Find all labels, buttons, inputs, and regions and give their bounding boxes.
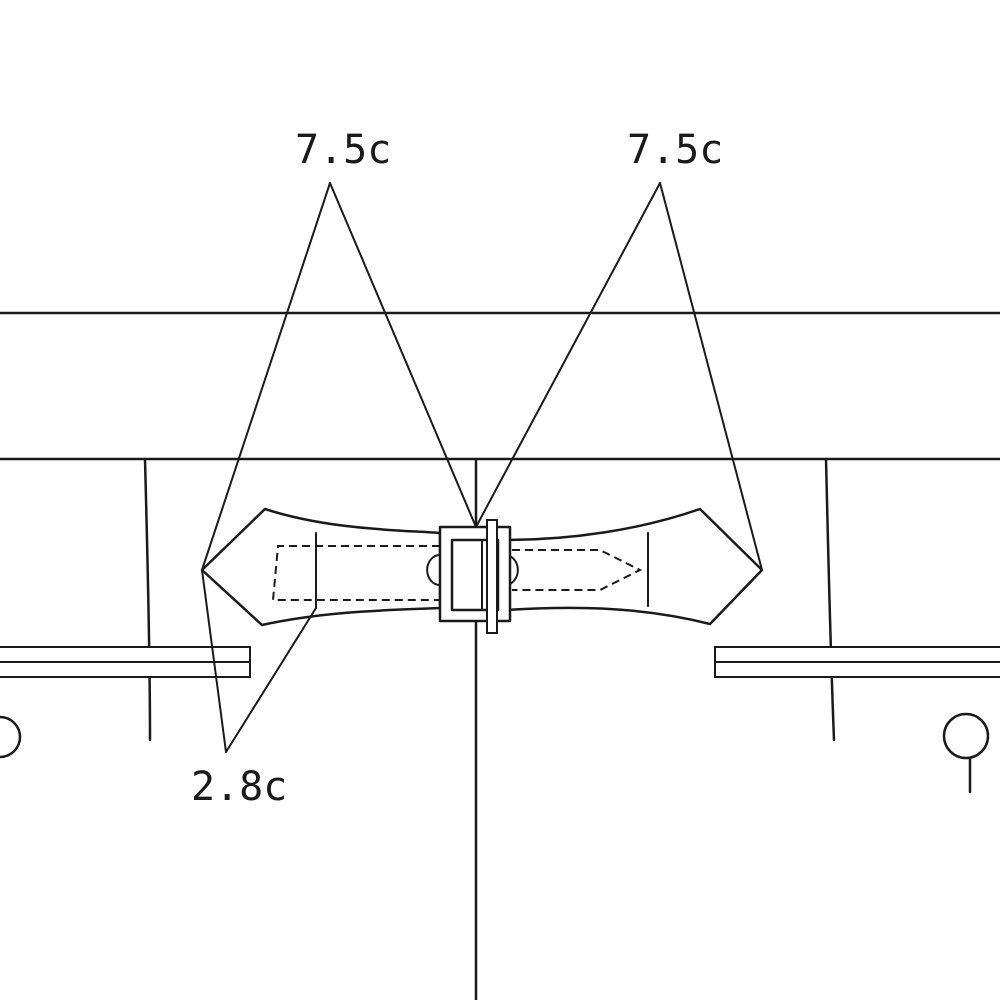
left-pocket-line <box>143 457 152 742</box>
belt <box>200 507 764 634</box>
belt-left-strap <box>200 507 442 627</box>
dimension-label-bottom: 2.8c <box>191 764 287 810</box>
leader-top-right-b <box>659 182 763 571</box>
leader-top-left-a <box>201 182 331 571</box>
belt-left-stitching <box>271 545 440 601</box>
leader-bottom-b <box>225 607 317 753</box>
leader-top-left-b <box>329 182 477 528</box>
leader-lines <box>201 182 763 753</box>
left-button-icon <box>0 715 22 759</box>
dimension-label-top-left: 7.5c <box>295 127 391 173</box>
waistband <box>0 311 1000 461</box>
belt-buckle-icon <box>438 519 512 634</box>
leader-top-right-a <box>475 182 661 528</box>
dimension-label-top-right: 7.5c <box>627 127 723 173</box>
belt-right-stitching <box>512 549 643 591</box>
leader-bottom-a <box>201 569 227 753</box>
right-pocket-line <box>824 457 836 742</box>
right-button-icon <box>942 712 990 794</box>
belt-right-strap <box>503 507 764 626</box>
belt-left-notch <box>426 554 441 586</box>
left-side-tab <box>0 646 251 678</box>
right-side-tab <box>714 646 1000 678</box>
